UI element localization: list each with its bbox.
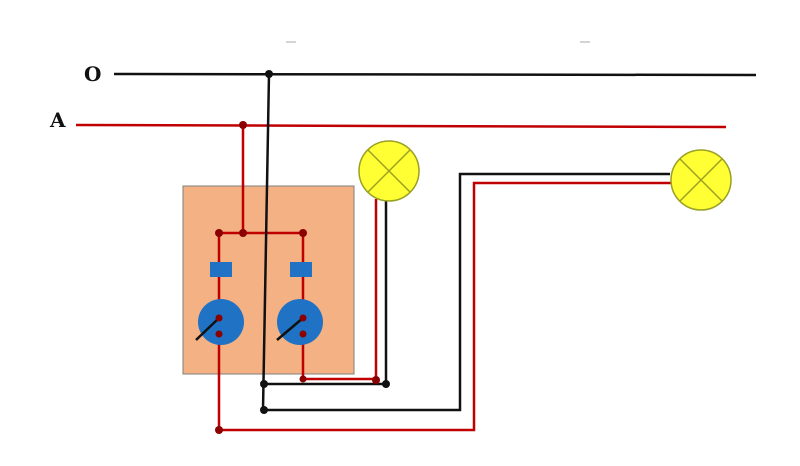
node-lamp-1-black bbox=[382, 380, 390, 388]
phase-rail bbox=[75, 123, 727, 129]
node-switch-2-out bbox=[299, 330, 307, 338]
node-switch-2-top bbox=[299, 229, 307, 237]
phase-rail-label: A bbox=[49, 108, 66, 132]
neutral-rail bbox=[113, 72, 757, 77]
node-panel-neutral-2 bbox=[260, 406, 268, 414]
switch-1 bbox=[195, 299, 244, 345]
node-phase-tap bbox=[239, 121, 247, 129]
node-panel-neutral-1 bbox=[260, 380, 268, 388]
switch-1-knob bbox=[198, 299, 244, 345]
switch-2 bbox=[276, 299, 323, 345]
node-switch-1-bottom bbox=[215, 426, 223, 434]
node-switch-1-in bbox=[215, 314, 223, 322]
switch-2-lever bbox=[276, 317, 304, 341]
node-switch-1-out bbox=[215, 330, 223, 338]
node-lamp-1-red bbox=[372, 376, 380, 384]
switch-1-indicator bbox=[210, 262, 232, 277]
switch-2-indicator bbox=[290, 262, 312, 277]
node-switch-1-top bbox=[215, 229, 223, 237]
lamp-1 bbox=[358, 140, 420, 202]
node-switch-2-bottom bbox=[299, 375, 307, 383]
lamp-1-cross-b bbox=[367, 149, 411, 193]
switch-1-lever bbox=[195, 317, 220, 341]
node-switch-2-in bbox=[299, 314, 307, 322]
lamp-2 bbox=[670, 149, 732, 211]
lamp-2-cross-b bbox=[679, 158, 723, 202]
node-neutral-tap bbox=[265, 70, 273, 78]
switch-panel bbox=[182, 185, 355, 375]
junction-nodes bbox=[215, 70, 390, 434]
node-split bbox=[239, 229, 247, 237]
neutral-rail-label: O bbox=[84, 62, 101, 86]
